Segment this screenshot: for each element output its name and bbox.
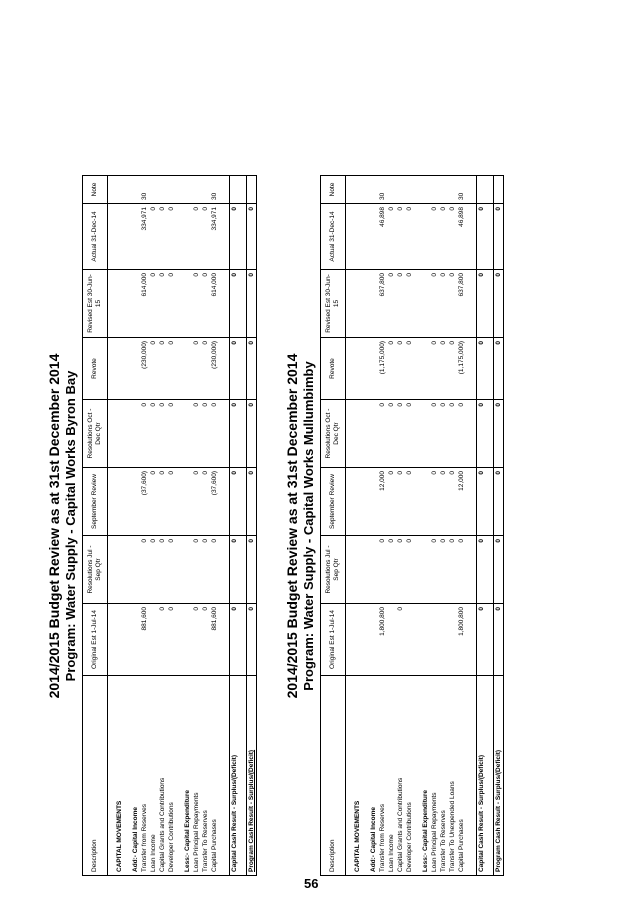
page-number: 56 [304, 876, 319, 891]
section-label: CAPITAL MOVEMENTS [115, 675, 124, 876]
col-note: Note [82, 175, 108, 204]
col-resolutions-oct-dec: Resolutions Oct - Dec Qtr [82, 399, 108, 468]
less-header: Less:- Capital Expenditure [183, 675, 192, 876]
col-actual: Actual 31-Dec-14 [320, 203, 346, 270]
col-september-review: September Review [82, 467, 108, 536]
section-row: CAPITAL MOVEMENTS [353, 175, 362, 876]
capital-cash-result-row: Capital Cash Result - Surplus/(Deficit)0… [229, 175, 239, 876]
col-revote: Revote [320, 337, 346, 400]
section-row: CAPITAL MOVEMENTS [115, 175, 124, 876]
panel-title: 2014/2015 Budget Review as at 31st Decem… [284, 353, 300, 699]
col-original-est: Original Est 1-Jul-14 [320, 603, 346, 676]
capital-cash-result-row: Capital Cash Result - Surplus/(Deficit)0… [476, 175, 486, 876]
add-header: Add:- Capital Income [369, 675, 378, 876]
less-header: Less:- Capital Expenditure [421, 675, 430, 876]
col-september-review: September Review [320, 467, 346, 536]
panel-title: 2014/2015 Budget Review as at 31st Decem… [46, 353, 62, 699]
program-cash-result-row: Program Cash Result - Surplus/(Deficit)0… [246, 175, 257, 876]
program-cash-result-row: Program Cash Result - Surplus/(Deficit)0… [493, 175, 504, 876]
col-description: Description [82, 675, 108, 876]
header-row: Description Original Est 1-Jul-14 Resolu… [82, 175, 108, 876]
col-resolutions-jul-sep: Resolutions Jul - Sep Qtr [82, 535, 108, 604]
program-title: Program: Water Supply - Capital Works By… [63, 370, 78, 682]
add-header: Add:- Capital Income [131, 675, 140, 876]
col-description: Description [320, 675, 346, 876]
section-label: CAPITAL MOVEMENTS [353, 675, 362, 876]
col-revised-est: Revised Est 30-Jun-15 [82, 269, 108, 338]
col-original-est: Original Est 1-Jul-14 [82, 603, 108, 676]
col-revised-est: Revised Est 30-Jun-15 [320, 269, 346, 338]
col-actual: Actual 31-Dec-14 [82, 203, 108, 270]
col-resolutions-oct-dec: Resolutions Oct - Dec Qtr [320, 399, 346, 468]
col-note: Note [320, 175, 346, 204]
budget-table: Description Original Est 1-Jul-14 Resolu… [320, 175, 504, 876]
budget-panel-byron-bay: 2014/2015 Budget Review as at 31st Decem… [46, 175, 257, 876]
col-revote: Revote [82, 337, 108, 400]
budget-panel-mullumbimby: 2014/2015 Budget Review as at 31st Decem… [284, 175, 504, 876]
header-row: Description Original Est 1-Jul-14 Resolu… [320, 175, 346, 876]
program-title: Program: Water Supply - Capital Works Mu… [301, 361, 316, 691]
budget-table: Description Original Est 1-Jul-14 Resolu… [82, 175, 257, 876]
col-resolutions-jul-sep: Resolutions Jul - Sep Qtr [320, 535, 346, 604]
